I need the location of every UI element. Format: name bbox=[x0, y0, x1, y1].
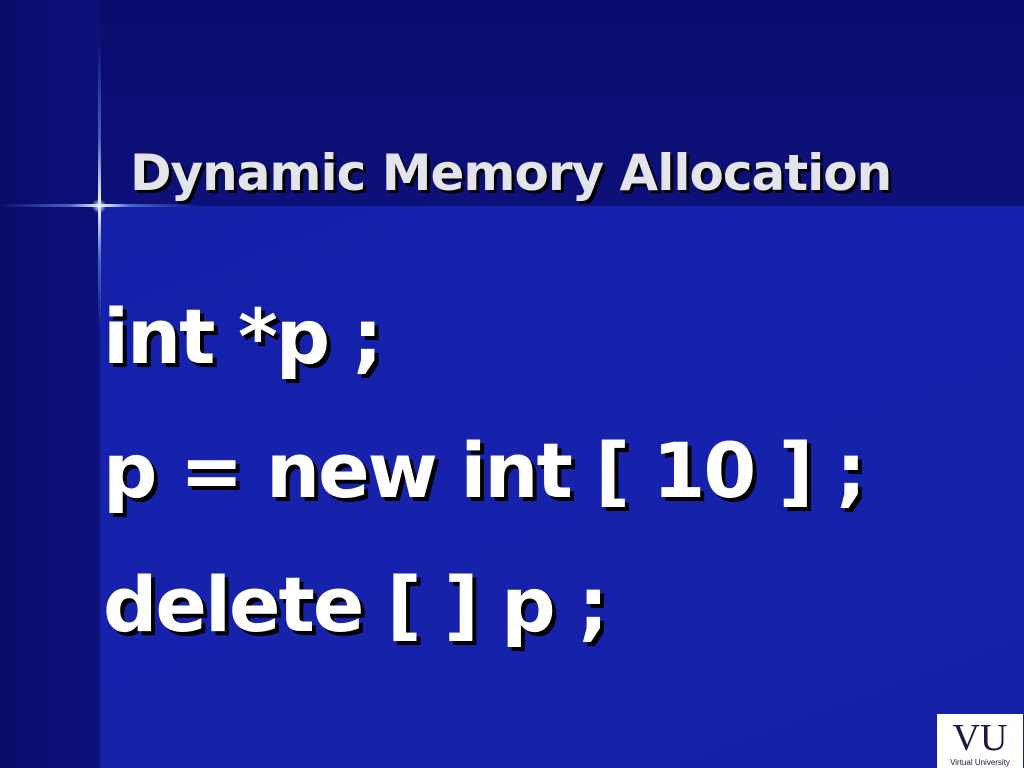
code-line-declaration: int *p ; bbox=[103, 292, 383, 381]
background-top-band bbox=[100, 0, 1024, 206]
code-block: int *p ; p = new int [ 10 ] ; delete [ ]… bbox=[103, 270, 1018, 672]
sparkle-icon bbox=[92, 199, 106, 213]
code-line-allocation: p = new int [ 10 ] ; bbox=[103, 426, 866, 515]
slide-title: Dynamic Memory Allocation bbox=[130, 144, 892, 202]
logo-mark-text: VU bbox=[953, 717, 1008, 759]
sparkle-vertical-ray bbox=[98, 40, 101, 330]
logo-caption: Virtual University bbox=[950, 758, 1010, 767]
virtual-university-logo: VU Virtual University bbox=[937, 714, 1023, 768]
background-left-band bbox=[0, 0, 100, 768]
background-main-panel bbox=[100, 206, 1024, 768]
code-line-deletion: delete [ ] p ; bbox=[103, 560, 609, 649]
